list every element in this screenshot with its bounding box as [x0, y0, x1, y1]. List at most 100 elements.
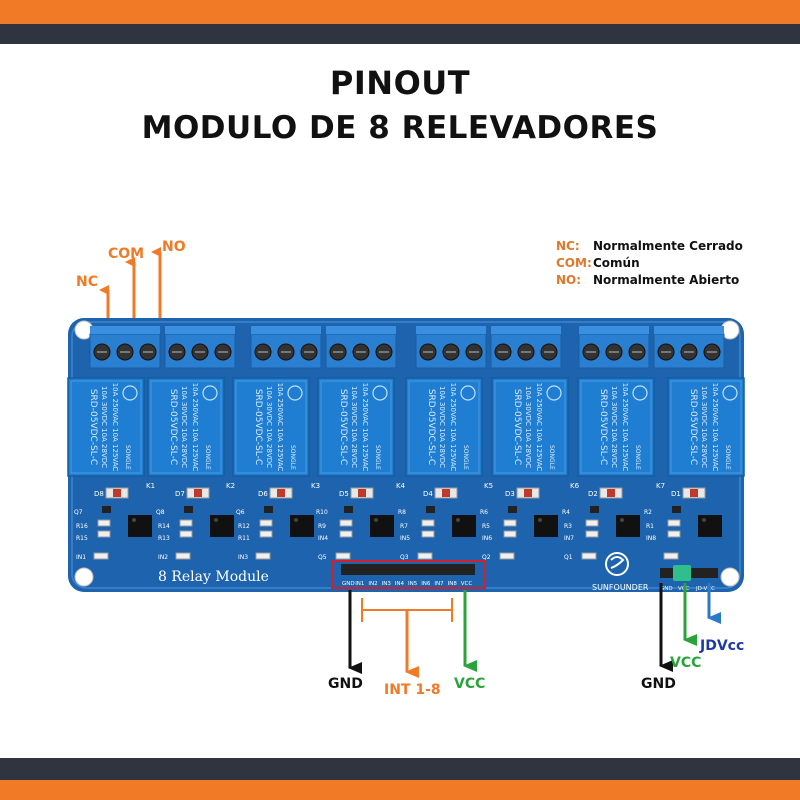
silk-label: IN7 — [564, 535, 574, 542]
legend-abbr: NC: — [556, 239, 580, 253]
silk-label: Q3 — [400, 554, 409, 561]
relay-text: SRD-05VDC-SL-C — [688, 389, 698, 465]
transistor — [184, 506, 193, 513]
terminal-blocks — [89, 326, 725, 369]
input-header-highlight — [331, 560, 486, 589]
power-pin-label: GND — [660, 586, 673, 592]
legend-row-no: NO: Normalmente Abierto — [556, 272, 743, 289]
title-line-2: MODULO DE 8 RELEVADORES — [141, 110, 659, 146]
transistor — [508, 506, 517, 513]
silk-label: Q8 — [156, 509, 165, 516]
led: D6 — [258, 487, 293, 499]
terminal-block — [490, 326, 562, 369]
channel-components — [581, 506, 640, 560]
top-dark-band — [0, 24, 800, 44]
header-pin-label: VCC — [461, 581, 473, 587]
relay-text: 10A 250VAC 10A 125VAC — [449, 383, 457, 472]
terminal-block — [325, 326, 397, 369]
legend-desc: Normalmente Cerrado — [593, 239, 743, 253]
relay-text: SRD-05VDC-SL-C — [598, 389, 608, 465]
vcc2-label: VCC — [670, 655, 701, 671]
svg-text:D1: D1 — [671, 490, 681, 498]
relay-text: 10A 250VAC 10A 125VAC — [535, 383, 543, 472]
relay-text: 10A 250VAC 10A 125VAC — [361, 383, 369, 472]
terminal-block — [578, 326, 650, 369]
com-label: COM — [108, 246, 144, 262]
silk-label: R7 — [400, 523, 408, 530]
resistor — [663, 552, 679, 560]
jdvcc-label: JDVcc — [699, 638, 744, 654]
relay-text: 10A 250VAC 10A 125VAC — [621, 383, 629, 472]
svg-text:D5: D5 — [339, 490, 349, 498]
silk-label: Q5 — [318, 554, 327, 561]
resistor — [667, 519, 681, 527]
resistor — [97, 519, 111, 527]
silk-label: R14 — [158, 523, 170, 530]
silk-label: R5 — [482, 523, 490, 530]
header-pin-label: IN4 — [395, 581, 405, 587]
header-pin-label: IN7 — [434, 581, 444, 587]
resistor — [175, 552, 191, 560]
silk-label: IN6 — [482, 535, 492, 542]
silk-label: R11 — [238, 535, 250, 542]
resistor — [581, 552, 597, 560]
svg-text:D8: D8 — [94, 490, 104, 498]
resistor — [421, 530, 435, 538]
terminal-block — [415, 326, 487, 369]
silk-label: R15 — [76, 535, 88, 542]
relay-text: SRD-05VDC-SL-C — [338, 389, 348, 465]
header-pin-label: IN3 — [382, 581, 392, 587]
optocoupler — [370, 515, 394, 537]
jumper — [673, 565, 691, 581]
optocoupler — [452, 515, 476, 537]
optocoupler — [290, 515, 314, 537]
vcc-label: VCC — [454, 676, 485, 692]
silk-label: R4 — [562, 509, 570, 516]
led: D8 — [94, 487, 129, 499]
legend: NC: Normalmente Cerrado COM: Común NO: N… — [556, 238, 743, 289]
silk-label: R2 — [644, 509, 652, 516]
channel-components — [93, 506, 152, 560]
legend-row-nc: NC: Normalmente Cerrado — [556, 238, 743, 255]
channel-components — [417, 506, 476, 560]
resistor — [667, 530, 681, 538]
resistor — [93, 552, 109, 560]
transistor — [344, 506, 353, 513]
silk-label: IN1 — [76, 554, 86, 561]
terminal-block — [250, 326, 322, 369]
optocoupler — [210, 515, 234, 537]
relay-brand: SONGLE — [724, 445, 731, 470]
relay-id: K3 — [311, 482, 320, 490]
channel-components — [175, 506, 234, 560]
optocoupler — [698, 515, 722, 537]
relay-brand: SONGLE — [634, 445, 641, 470]
silk-label: R16 — [76, 523, 88, 530]
channel-components — [663, 506, 722, 560]
relay-text: 10A 30VDC 10A 28VDC — [265, 386, 273, 468]
resistor — [255, 552, 271, 560]
silk-label: Q7 — [74, 509, 83, 516]
relay-brand: SONGLE — [462, 445, 469, 470]
legend-desc: Común — [593, 256, 640, 270]
gnd2-label: GND — [641, 676, 676, 692]
terminal-block — [653, 326, 725, 369]
transistor — [672, 506, 681, 513]
relay-brand: SONGLE — [374, 445, 381, 470]
led: D3 — [505, 487, 540, 499]
silk-label: IN4 — [318, 535, 328, 542]
resistor — [97, 530, 111, 538]
optocoupler — [128, 515, 152, 537]
resistor — [585, 519, 599, 527]
relay-text: 10A 30VDC 10A 28VDC — [438, 386, 446, 468]
svg-text:D4: D4 — [423, 490, 433, 498]
relay-id: K7 — [656, 482, 665, 490]
